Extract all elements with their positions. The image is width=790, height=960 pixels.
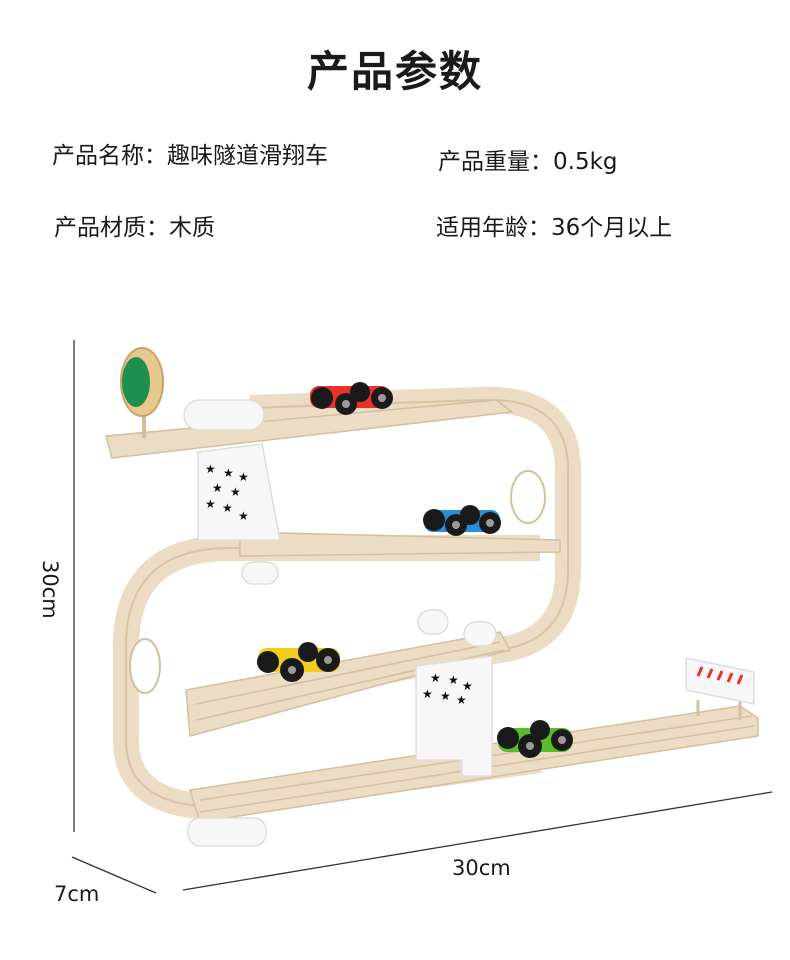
- svg-text:★: ★: [422, 687, 433, 701]
- loop-hole-left: [129, 638, 161, 694]
- spec-product-weight: 产品重量：0.5kg: [438, 149, 618, 175]
- middle-deck: [239, 531, 561, 557]
- svg-text:★: ★: [440, 689, 451, 703]
- svg-text:★: ★: [223, 466, 234, 480]
- svg-text:★: ★: [205, 497, 216, 511]
- svg-text:★: ★: [448, 673, 459, 687]
- page-title: 产品参数: [306, 47, 483, 96]
- svg-text:★: ★: [222, 501, 233, 515]
- top-deck: [105, 399, 514, 459]
- finish-sign-stripes: [696, 666, 744, 685]
- spec-product-name: 产品名称：趣味隧道滑翔车: [52, 143, 328, 169]
- upper-pillar: [197, 443, 281, 541]
- ramp-bumper-left: [417, 609, 449, 635]
- lower-ramp: [185, 631, 512, 737]
- middle-bumper: [241, 561, 279, 585]
- ramp-bumper-right: [463, 621, 497, 647]
- upper-loop-edge: [199, 398, 569, 705]
- upper-pillar-stars: ★★★ ★★ ★★★: [205, 462, 249, 523]
- depth-dimension-line: [71, 856, 157, 894]
- base-foot: [187, 817, 267, 847]
- svg-text:★: ★: [238, 470, 249, 484]
- yellow-car: [257, 642, 340, 682]
- green-car: [497, 720, 573, 758]
- lower-loop-edge: [125, 547, 540, 807]
- top-bumper: [183, 399, 265, 431]
- spec-age-range: 适用年龄：36个月以上: [436, 215, 673, 241]
- width-dimension-label: 30cm: [452, 856, 511, 880]
- depth-dimension-label: 7cm: [54, 882, 100, 906]
- loop-hole-right: [510, 470, 546, 524]
- width-dimension-line: [182, 791, 773, 891]
- svg-text:★: ★: [212, 481, 223, 495]
- lower-pillar-stars: ★★★ ★★★: [422, 671, 473, 707]
- blue-car: [423, 505, 501, 536]
- svg-text:★: ★: [456, 693, 467, 707]
- spec-product-material: 产品材质：木质: [54, 215, 215, 241]
- svg-text:★: ★: [238, 509, 249, 523]
- height-dimension-label: 30cm: [38, 560, 62, 619]
- tree-sign-face: [122, 357, 150, 407]
- svg-text:★: ★: [205, 462, 216, 476]
- svg-text:★: ★: [430, 671, 441, 685]
- lower-pillar: [415, 655, 493, 777]
- svg-text:★: ★: [230, 485, 241, 499]
- red-car: [310, 382, 393, 415]
- svg-text:★: ★: [462, 679, 473, 693]
- finish-sign: [685, 657, 755, 705]
